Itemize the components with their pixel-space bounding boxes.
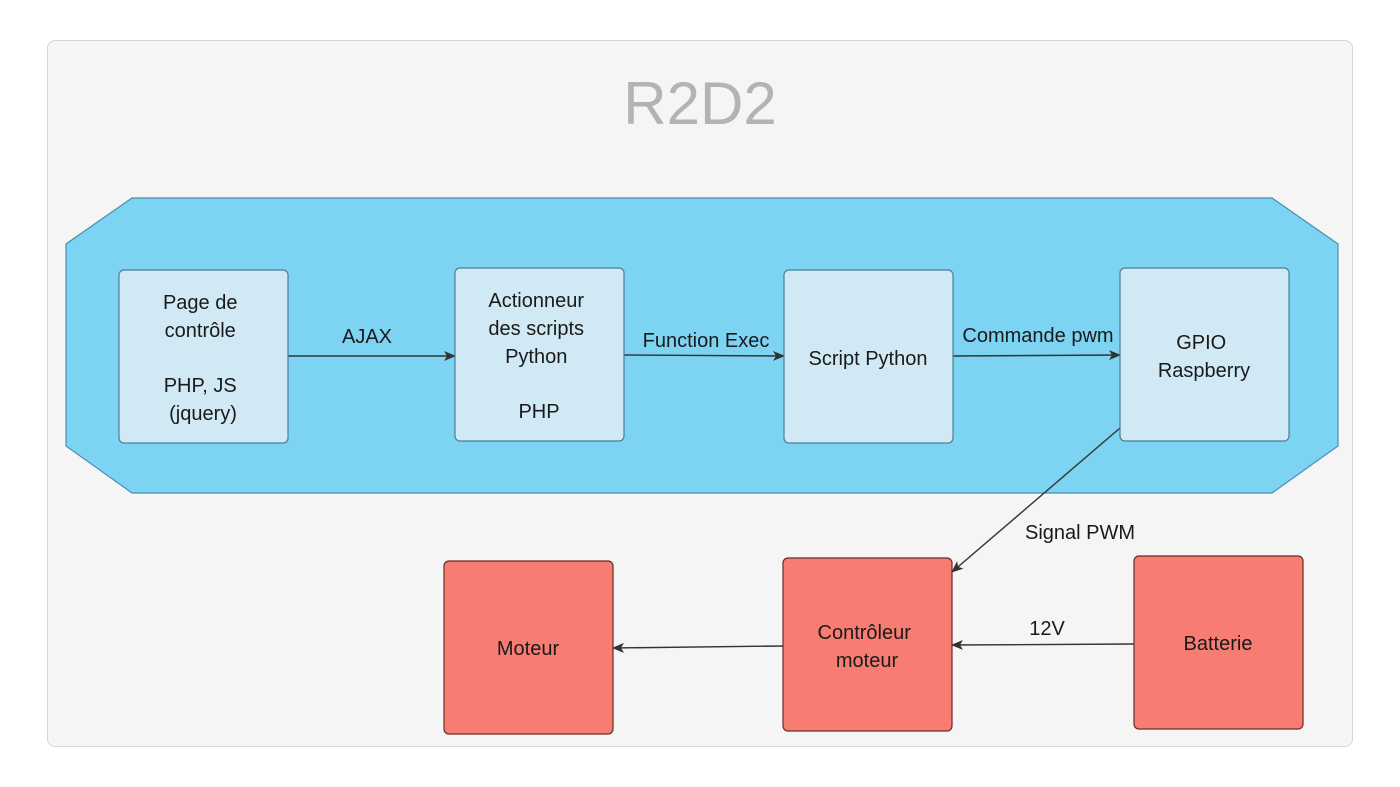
battery-node: Batterie — [1133, 555, 1304, 730]
control-page-node: Page de contrôle PHP, JS (jquery) — [118, 269, 289, 444]
web-server-container — [65, 197, 1339, 494]
script-runner-node: Actionneur des scripts Python PHP — [454, 267, 625, 442]
gpio-line: Raspberry — [1158, 360, 1250, 382]
function-exec-label: Function Exec — [643, 330, 770, 352]
motor-controller-line: Contrôleur — [818, 622, 912, 644]
battery-label: Batterie — [1184, 633, 1253, 655]
motor-controller-line: moteur — [836, 650, 899, 672]
svg-text:Page de contrôle: Page de contrôle PHP, JS (jquery) — [163, 292, 243, 425]
script-runner-line: des scripts — [488, 318, 584, 340]
script-runner-line: Python — [505, 346, 567, 368]
motor-node: Moteur — [443, 560, 614, 735]
ajax-label: AJAX — [342, 326, 392, 348]
gpio-line: GPIO — [1176, 332, 1226, 354]
svg-text:Actionneur des scripts: Actionneur des scripts Python PHP — [488, 290, 589, 423]
control-page-line: (jquery) — [169, 403, 237, 425]
battery-supply-arrow — [951, 639, 1135, 650]
python-script-label: Script Python — [809, 348, 928, 370]
diagram-title: R2D2 — [623, 70, 776, 137]
motor-label: Moteur — [497, 638, 560, 660]
svg-text:GPIO Raspberry: GPIO Raspberry — [1158, 332, 1250, 382]
motor-drive-arrow — [612, 642, 784, 653]
gpio-node: GPIO Raspberry — [1119, 267, 1290, 442]
pwm-command-label: Commande pwm — [962, 325, 1113, 347]
function-exec-arrow — [623, 350, 785, 361]
control-page-line: Page de — [163, 292, 238, 314]
script-runner-line: Actionneur — [488, 290, 584, 312]
motor-controller-node: Contrôleur moteur — [782, 557, 953, 732]
voltage-label: 12V — [1029, 618, 1065, 640]
script-runner-line: PHP — [518, 401, 559, 423]
svg-text:Contrôleur moteur: Contrôleur moteur — [818, 622, 917, 672]
python-script-node: Script Python — [783, 269, 954, 444]
control-page-line: PHP, JS — [164, 375, 237, 397]
control-page-line: contrôle — [165, 320, 236, 342]
pwm-signal-arrow — [951, 427, 1121, 573]
pwm-signal-label: Signal PWM — [1025, 522, 1135, 544]
pwm-command-arrow — [952, 350, 1121, 361]
